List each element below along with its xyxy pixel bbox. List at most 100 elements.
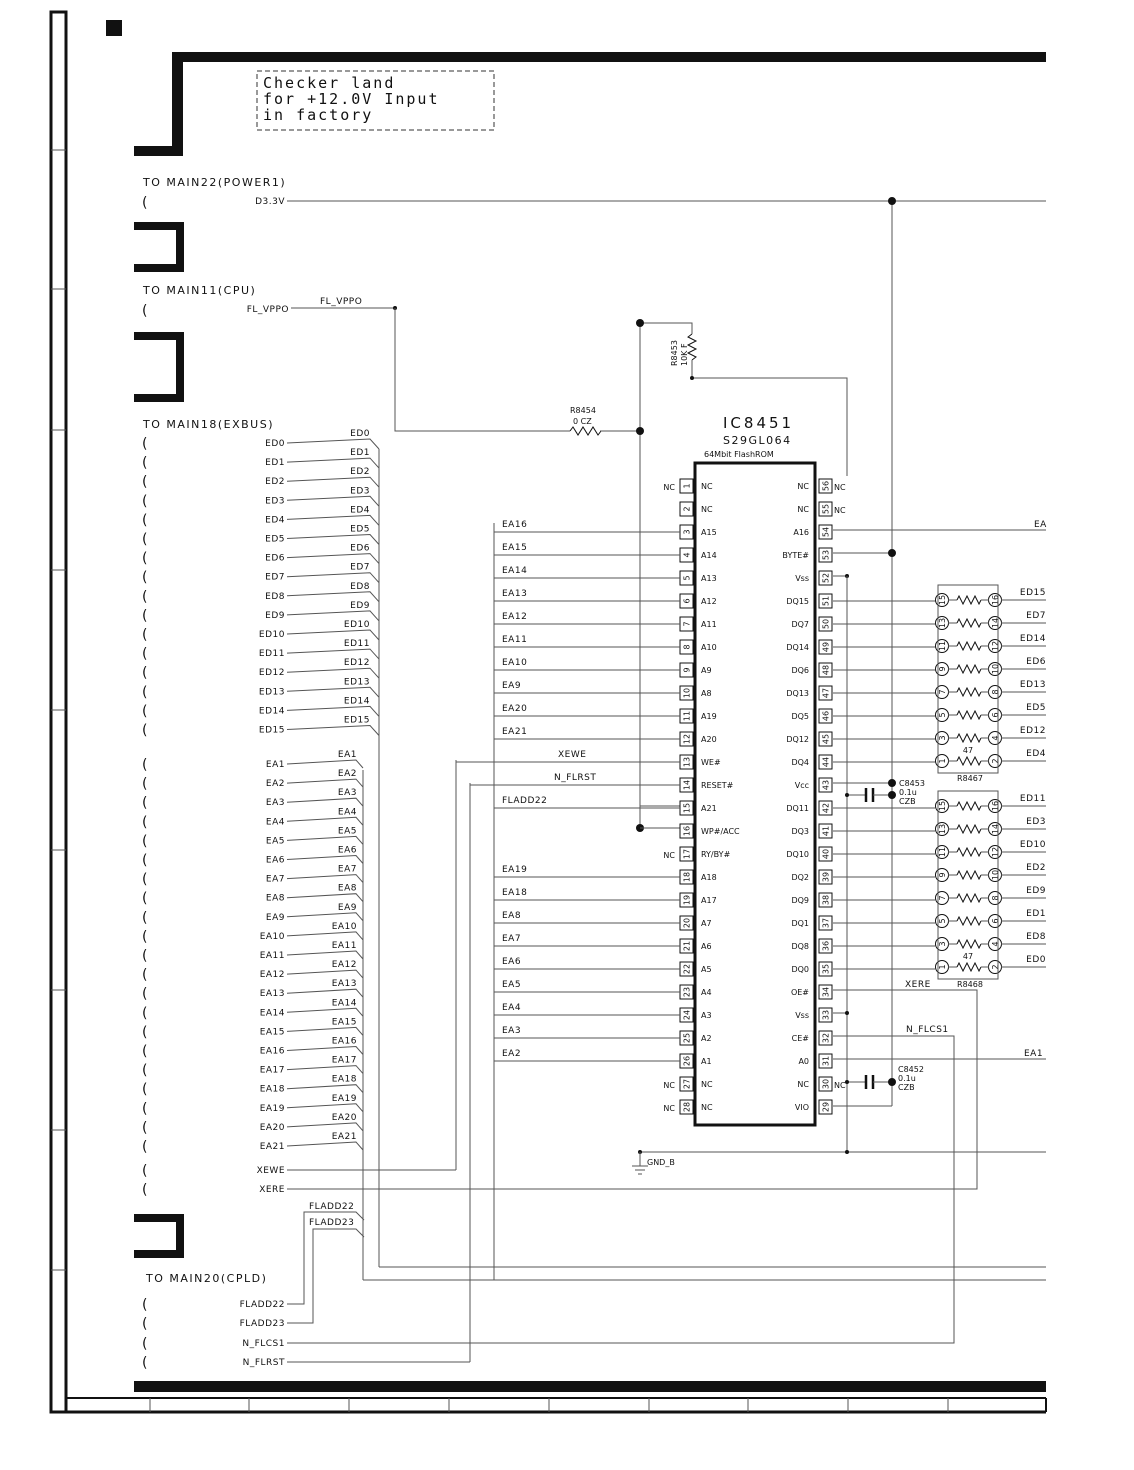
array-pin-number: 8 — [991, 895, 1000, 900]
ic-pin-box — [818, 984, 833, 1000]
ic-pin-name: A20 — [701, 735, 717, 744]
array-pin-number: 16 — [991, 801, 1000, 811]
ic-pin-name: DQ4 — [791, 758, 809, 767]
exbus-data-pin: ED4 — [265, 515, 285, 525]
ic-pin-number: 43 — [822, 780, 831, 790]
connector-pin-bracket: ( — [142, 1297, 147, 1313]
ic-pin-box — [818, 1007, 833, 1023]
connector-pin-bracket: ( — [142, 532, 147, 548]
array-net-label: ED10 — [1020, 840, 1046, 850]
connector-pin-bracket: ( — [142, 1005, 147, 1021]
ic-pin-name: A14 — [701, 551, 717, 560]
ic-pin-box — [818, 754, 833, 770]
exbus-addr-pin: EA11 — [260, 951, 285, 961]
ic-pin-box — [818, 915, 833, 931]
ic-net-label: EA2 — [502, 1049, 521, 1059]
wire — [286, 931, 364, 941]
a16-out-net: EA — [1034, 520, 1047, 530]
exbus-data-net-label: ED12 — [344, 658, 370, 668]
connector-pin-bracket: ( — [142, 757, 147, 773]
array-resistor — [956, 594, 982, 606]
array-net-label: ED9 — [1026, 886, 1046, 896]
array-pin-number: 5 — [938, 712, 947, 717]
wire — [286, 705, 380, 717]
wire — [286, 874, 364, 883]
exbus-addr-pin: EA17 — [260, 1066, 285, 1076]
ic-net-label: EA5 — [502, 980, 521, 990]
exbus-data-pin: ED1 — [265, 458, 285, 468]
array-net-label: ED2 — [1026, 863, 1046, 873]
ic-pin-name: A9 — [701, 666, 712, 675]
exbus-addr-net-label: EA5 — [338, 826, 357, 836]
ic-pin-number: 20 — [683, 918, 692, 928]
array-resistor — [956, 892, 982, 904]
ic-pin-number: 13 — [683, 757, 692, 767]
array-resistor — [956, 663, 982, 675]
ic-pin-name: DQ15 — [786, 597, 809, 606]
ic-pin-name: A1 — [701, 1057, 712, 1066]
connector-pin-bracket: ( — [142, 1316, 147, 1332]
ic-net-label: N_FLRST — [554, 773, 596, 783]
ic-pin-box — [679, 478, 694, 494]
ic-pin-number: 1 — [683, 483, 692, 488]
exbus-data-pin: ED10 — [259, 630, 285, 640]
ic-net-label: EA15 — [502, 543, 527, 553]
exbus-data-pin: ED13 — [259, 687, 285, 697]
ic-pin-box — [679, 846, 694, 862]
exbus-addr-net-label: EA10 — [332, 922, 357, 932]
ic-pin-box — [818, 593, 833, 609]
array-net-label: ED1 — [1026, 909, 1046, 919]
exbus-addr-net-label: EA6 — [338, 846, 357, 856]
ic-pin-box — [818, 823, 833, 839]
ic-pin-number: 42 — [822, 803, 831, 813]
exbus-addr-pin: EA4 — [266, 817, 285, 827]
exbus-data-pin: ED6 — [265, 554, 285, 564]
array-net-label: ED5 — [1026, 703, 1046, 713]
ic-pin-number: 30 — [822, 1079, 831, 1089]
ic-pin-number: 3 — [683, 529, 692, 534]
ic-pin-name: A0 — [798, 1057, 809, 1066]
exbus-data-net-label: ED13 — [344, 677, 370, 687]
ic-pin-box — [679, 501, 694, 517]
connector-pin-bracket: ( — [142, 703, 147, 719]
connector-title-cpld: TO MAIN20(CPLD) — [145, 1272, 267, 1285]
ic-pin-name: A19 — [701, 712, 717, 721]
ic-pin-number: 52 — [822, 573, 831, 583]
connector-pin-bracket: ( — [142, 436, 147, 452]
array-pin-number: 14 — [991, 824, 1000, 834]
ic-net-label: EA11 — [502, 635, 527, 645]
array-resistor — [956, 869, 982, 881]
ic-pin-name: Vcc — [795, 781, 809, 790]
ic-net-label: EA7 — [502, 934, 521, 944]
wire — [286, 950, 364, 960]
ic-pin-name: A13 — [701, 574, 717, 583]
ic-pin-number: 25 — [683, 1033, 692, 1043]
ic-pin-box — [818, 478, 833, 494]
ic-pin-box — [818, 708, 833, 724]
ic-pin-name: DQ14 — [786, 643, 809, 652]
ic-pin-name: WP#/ACC — [701, 827, 740, 836]
exbus-addr-pin: EA21 — [260, 1142, 285, 1152]
ic-pin-number: 24 — [683, 1010, 692, 1020]
exbus-addr-pin: EA8 — [266, 894, 285, 904]
ic-pin-ext: NC — [834, 1081, 846, 1090]
array-pin-number: 14 — [991, 618, 1000, 628]
exbus-addr-net-label: EA18 — [332, 1075, 357, 1085]
connector-pin-bracket: ( — [142, 1182, 147, 1198]
ic-pin-number: 15 — [683, 803, 692, 813]
exbus-addr-net-label: EA20 — [332, 1113, 357, 1123]
power-signal-label: D3.3V — [255, 197, 285, 207]
array-pin-number: 12 — [991, 847, 1000, 857]
ic-pin-name: RESET# — [701, 781, 734, 790]
wire — [286, 591, 380, 603]
ic-pin-name: DQ10 — [786, 850, 809, 859]
wire — [286, 724, 380, 736]
connector-pin-bracket: ( — [142, 455, 147, 471]
c8453-ref: C8453 — [899, 779, 925, 788]
ic-pin-name: RY/BY# — [701, 850, 731, 859]
array-pin-number: 16 — [991, 595, 1000, 605]
array-pin-number: 13 — [938, 824, 947, 834]
exbus-data-net-label: ED11 — [344, 639, 370, 649]
wire — [286, 648, 380, 660]
wire — [286, 495, 380, 507]
